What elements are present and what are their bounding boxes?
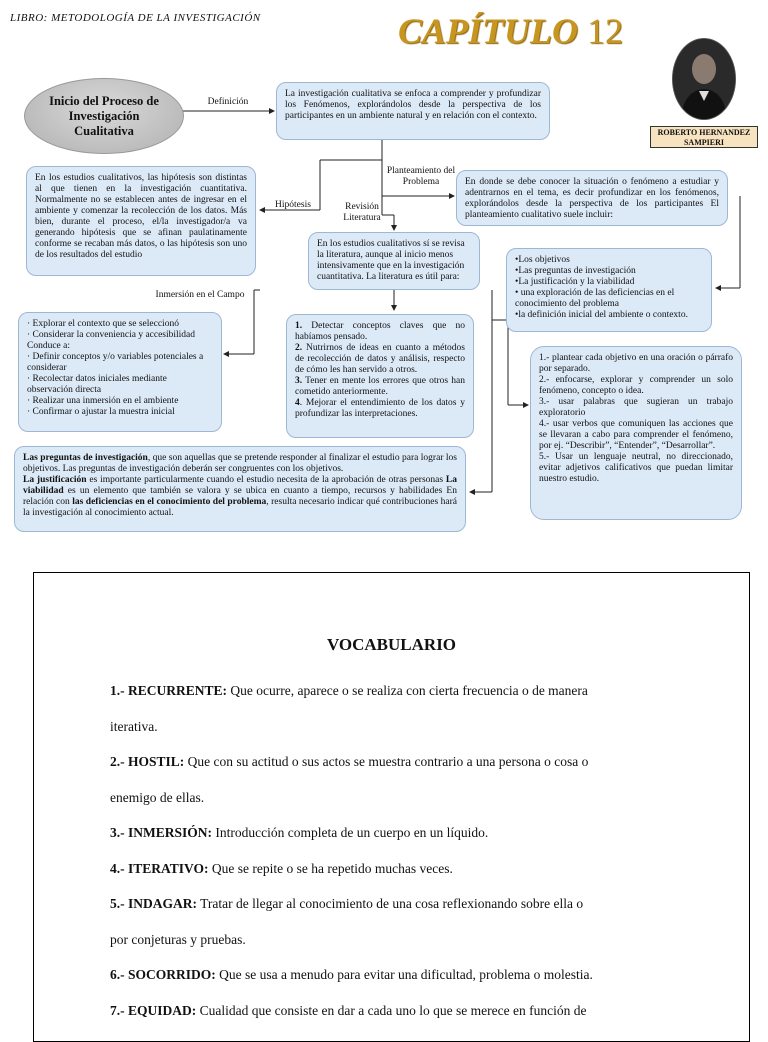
problem-statement-box: En donde se debe conocer la situación o … — [456, 170, 728, 226]
main-process-node: Inicio del Proceso de Investigación Cual… — [24, 78, 184, 154]
vocabulary-line: por conjeturas y pruebas. — [110, 931, 246, 947]
vocabulary-line: iterativa. — [110, 718, 158, 734]
questions-paragraph: Las preguntas de investigación, que son … — [23, 453, 457, 474]
includes-item: • una exploración de las deficiencias en… — [515, 288, 675, 309]
vocabulary-line: 2.- HOSTIL: Que con su actitud o sus act… — [110, 754, 589, 769]
immersion-item: · Definir conceptos y/o variables potenc… — [27, 352, 204, 373]
book-title: LIBRO: METODOLOGÍA DE LA INVESTIGACIÓN — [10, 12, 261, 24]
chapter-word: CAPÍTULO — [398, 11, 578, 51]
problem-includes-box: •Los objetivos •Las preguntas de investi… — [506, 248, 712, 332]
literature-uses-box: 1. Detectar conceptos claves que no habí… — [286, 314, 474, 438]
literature-use-item: 3. Tener en mente los errores que otros … — [295, 376, 465, 397]
vocabulary-line: 7.- EQUIDAD: Cualidad que consiste en da… — [110, 1002, 587, 1018]
author-name: ROBERTO HERNANDEZ SAMPIERI — [650, 126, 758, 148]
includes-item: •la definición inicial del ambiente o co… — [515, 310, 688, 320]
label-planteamiento: Planteamiento del Problema — [386, 166, 456, 187]
diagram-connectors — [183, 108, 741, 495]
justification-paragraph: La justificación es importante particula… — [23, 475, 458, 518]
objective-item: 2.- enfocarse, explorar y comprender un … — [539, 375, 733, 396]
immersion-item: · Realizar una inmersión en el ambiente — [27, 396, 179, 406]
literature-use-item: 1. Detectar conceptos claves que no habí… — [295, 321, 465, 342]
vocabulary-title: VOCABULARIO — [326, 635, 457, 654]
objective-item: 1.- plantear cada objetivo en una oració… — [539, 353, 733, 374]
includes-item: •Los objetivos — [515, 255, 570, 265]
questions-justification-box: Las preguntas de investigación, que son … — [14, 446, 466, 532]
includes-item: •Las preguntas de investigación — [515, 266, 636, 276]
immersion-item: · Confirmar o ajustar la muestra inicial — [27, 407, 175, 417]
immersion-item: · Considerar la conveniencia y accesibil… — [27, 330, 196, 340]
objective-item: 4.- usar verbos que comuniquen las accio… — [539, 419, 733, 451]
vocabulary-line: enemigo de ellas. — [110, 789, 205, 805]
definition-box: La investigación cualitativa se enfoca a… — [276, 82, 550, 140]
immersion-item: · Explorar el contexto que se seleccionó — [27, 319, 179, 329]
chapter-number: 12 — [587, 11, 623, 51]
vocabulary-line: 5.- INDAGAR: Tratar de llegar al conocim… — [110, 896, 584, 911]
includes-item: •La justificación y la viabilidad — [515, 277, 635, 287]
hypothesis-box: En los estudios cualitativos, las hipóte… — [26, 166, 256, 276]
immersion-item: · Recolectar datos iniciales mediante ob… — [27, 374, 167, 395]
label-inmersion: Inmersión en el Campo — [155, 290, 245, 300]
vocabulary-panel: VOCABULARIO 1.- RECURRENTE: Que ocurre, … — [33, 572, 750, 1042]
label-revision: Revisión Literatura — [343, 202, 381, 223]
field-immersion-box: · Explorar el contexto que se seleccionó… — [18, 312, 222, 432]
vocabulary-line: 4.- ITERATIVO: Que se repite o se ha rep… — [110, 860, 453, 876]
objective-item: 3.- usar palabras que sugieran un trabaj… — [539, 397, 733, 418]
literature-use-item: 2. Nutrirnos de ideas en cuanto a método… — [295, 343, 465, 375]
vocabulary-line: 3.- INMERSIÓN: Introducción completa de … — [110, 825, 489, 840]
literature-use-item: 4. Mejorar el entendimiento de los datos… — [295, 398, 465, 419]
immersion-item: Conduce a: — [27, 341, 71, 351]
vocabulary-list: 1.- RECURRENTE: Que ocurre, aparece o se… — [110, 681, 670, 1036]
vocabulary-line: 1.- RECURRENTE: Que ocurre, aparece o se… — [110, 683, 588, 698]
literature-review-box: En los estudios cualitativos sí se revis… — [308, 232, 480, 290]
main-node-label: Inicio del Proceso de Investigación Cual… — [49, 93, 159, 138]
author-photo — [672, 38, 736, 120]
objectives-guidelines-box: 1.- plantear cada objetivo en una oració… — [530, 346, 742, 520]
label-hipotesis: Hipótesis — [275, 200, 311, 210]
objective-item: 5.- Usar un lenguaje neutral, no direcci… — [539, 452, 733, 484]
label-definicion: Definición — [207, 97, 249, 107]
vocabulary-line: 6.- SOCORRIDO: Que se usa a menudo para … — [110, 967, 593, 982]
author-portrait-icon — [673, 39, 735, 119]
chapter-title: CAPÍTULO 12 — [398, 10, 623, 52]
